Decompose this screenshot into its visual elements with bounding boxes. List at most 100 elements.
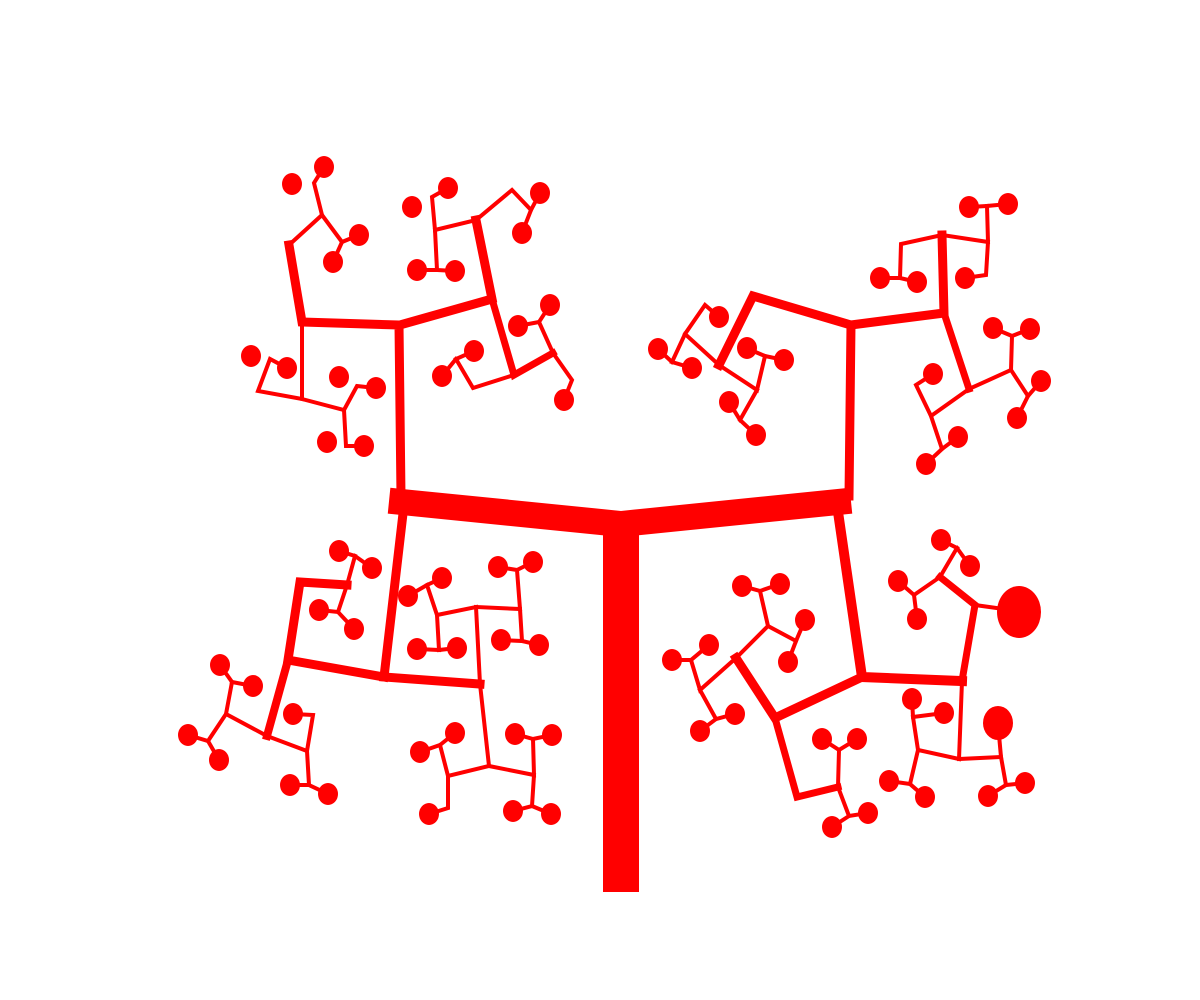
tree-berries: [178, 156, 1051, 838]
berry: [978, 785, 998, 807]
branch-lower-left: [282, 577, 390, 683]
twig: [299, 383, 379, 413]
berry: [923, 363, 943, 385]
twig: [286, 212, 362, 248]
large-berry: [983, 706, 1013, 740]
berry: [1007, 407, 1027, 429]
berry: [488, 556, 508, 578]
berry: [241, 345, 261, 367]
berry: [709, 306, 729, 328]
twig: [185, 711, 270, 744]
berry: [822, 816, 842, 838]
berry: [847, 728, 867, 750]
berry: [1020, 318, 1040, 340]
berry: [1031, 370, 1051, 392]
berry: [554, 389, 574, 411]
berry: [725, 703, 745, 725]
berry: [770, 573, 790, 595]
berry: [529, 634, 549, 656]
berry: [318, 783, 338, 805]
berry: [902, 688, 922, 710]
berry: [858, 802, 878, 824]
berry: [354, 435, 374, 457]
berry: [916, 453, 936, 475]
berry: [447, 637, 467, 659]
berry: [879, 770, 899, 792]
berry: [1015, 772, 1035, 794]
twig: [913, 371, 972, 420]
berry: [209, 749, 229, 771]
berry: [870, 267, 890, 289]
berry: [314, 156, 334, 178]
berry: [445, 722, 465, 744]
berry: [243, 675, 263, 697]
berry: [323, 251, 343, 273]
berry: [690, 720, 710, 742]
berry: [398, 585, 418, 607]
berry: [648, 338, 668, 360]
twig: [424, 575, 483, 687]
berry: [283, 703, 303, 725]
berry: [907, 608, 927, 630]
branch-upper-right: [712, 290, 857, 372]
berry: [432, 365, 452, 387]
berry: [998, 193, 1018, 215]
berry: [983, 317, 1003, 339]
berry: [445, 260, 465, 282]
berry: [407, 259, 427, 281]
berry: [523, 551, 543, 573]
large-berry: [997, 586, 1041, 638]
berry: [402, 196, 422, 218]
berry: [410, 741, 430, 763]
berry: [362, 557, 382, 579]
berry: [907, 271, 927, 293]
berry: [888, 570, 908, 592]
berry: [344, 618, 364, 640]
berry: [309, 599, 329, 621]
berry: [662, 649, 682, 671]
berry: [282, 173, 302, 195]
berry: [317, 431, 337, 453]
berry: [915, 786, 935, 808]
berry: [512, 222, 532, 244]
branch-upper-right: [939, 308, 974, 394]
berry: [349, 224, 369, 246]
twig: [939, 232, 991, 281]
branch-lower-left: [262, 655, 293, 741]
berry: [366, 377, 386, 399]
berry: [541, 803, 561, 825]
twig: [264, 711, 316, 754]
branch-lower-right: [729, 651, 868, 724]
berry: [210, 654, 230, 676]
berry: [931, 529, 951, 551]
twig: [966, 326, 1033, 392]
berry: [277, 357, 297, 379]
berry: [503, 800, 523, 822]
berry: [178, 724, 198, 746]
berry: [432, 567, 452, 589]
berry: [778, 651, 798, 673]
berry: [795, 609, 815, 631]
branch-upper-right: [844, 230, 949, 501]
berry: [530, 182, 550, 204]
berry: [732, 575, 752, 597]
berry: [508, 315, 528, 337]
berry: [505, 723, 525, 745]
berry: [329, 540, 349, 562]
berry: [959, 196, 979, 218]
berry: [464, 340, 484, 362]
berry: [540, 294, 560, 316]
berry: [491, 629, 511, 651]
berry: [699, 634, 719, 656]
berry: [280, 774, 300, 796]
branch-upper-left: [283, 239, 406, 501]
berry: [948, 426, 968, 448]
berry: [419, 803, 439, 825]
twig: [255, 320, 304, 402]
berry: [329, 366, 349, 388]
berry: [542, 724, 562, 746]
berry: [960, 555, 980, 577]
main-arm: [387, 487, 853, 538]
berry: [955, 267, 975, 289]
